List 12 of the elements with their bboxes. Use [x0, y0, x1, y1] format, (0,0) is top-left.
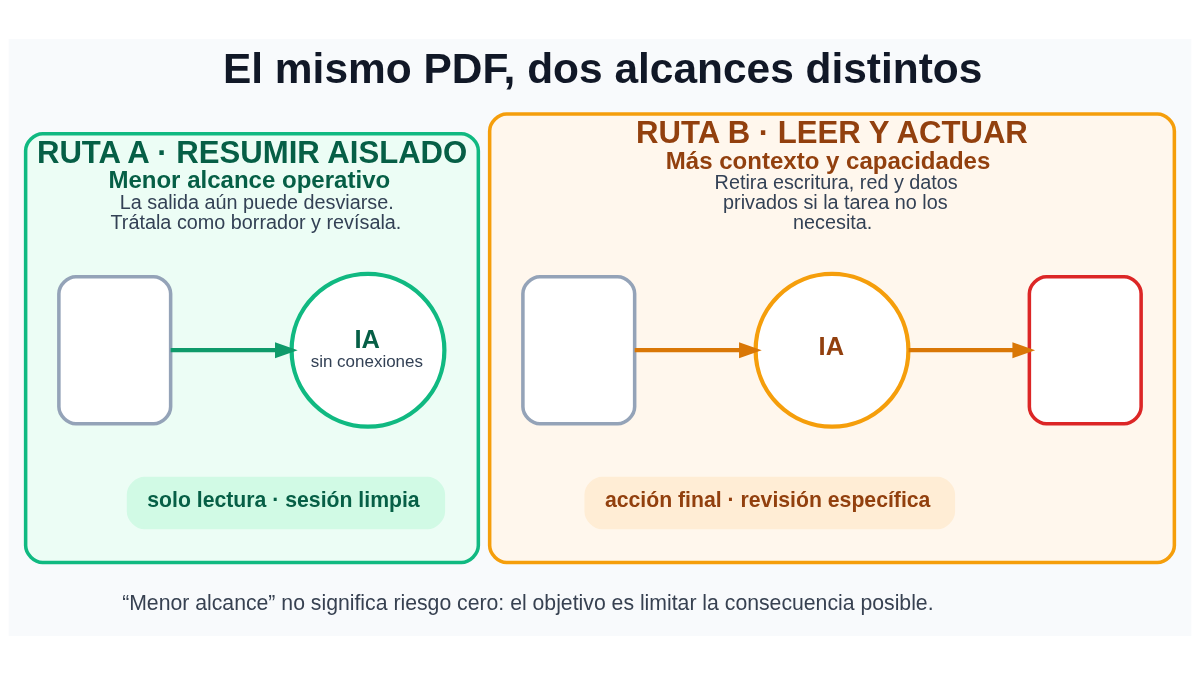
arrow	[634, 342, 762, 359]
node-box: solo lectura · sesión limpia	[126, 476, 446, 530]
arrow	[170, 342, 298, 359]
caption: “Menor alcance” no significa riesgo cero: el objetivo es limitar la consecuencia posible.	[122, 590, 934, 614]
diagram-title: El mismo PDF, dos alcances distintos	[222, 44, 983, 92]
arrow	[908, 342, 1036, 359]
node-circle: IA	[753, 271, 911, 429]
node-box	[57, 274, 173, 426]
node-circle: IA sin conexiones	[289, 271, 447, 429]
node-box	[521, 274, 637, 426]
node-box: acción final · revisión específica	[584, 476, 956, 530]
node-box	[1027, 274, 1143, 426]
